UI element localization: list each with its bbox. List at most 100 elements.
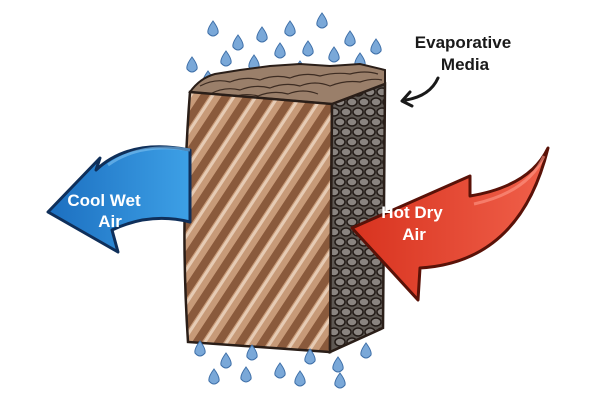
honeycomb-cell	[364, 267, 376, 277]
honeycomb-cell	[340, 147, 352, 157]
media-stripe	[184, 92, 232, 352]
honeycomb-cell	[370, 257, 382, 267]
honeycomb-cell	[370, 137, 382, 147]
media-label-line2: Media	[441, 55, 490, 74]
media-stripe-highlight	[184, 92, 238, 352]
hot-dry-air-arrow	[350, 146, 550, 302]
water-drop-icon	[207, 20, 219, 37]
honeycomb-cell	[346, 317, 358, 327]
media-stripe	[184, 92, 320, 352]
honeycomb-cell	[330, 327, 340, 337]
media-stripe-highlight	[184, 92, 260, 352]
honeycomb-cell	[352, 127, 364, 137]
honeycomb-cell	[358, 97, 370, 107]
water-drop-icon	[194, 340, 206, 357]
honeycomb-cell	[370, 97, 382, 107]
honeycomb-cell	[370, 277, 382, 287]
honeycomb-cell	[346, 97, 358, 107]
honeycomb-cell	[346, 157, 358, 167]
honeycomb-cell	[364, 147, 376, 157]
honeycomb-cell	[346, 217, 358, 227]
honeycomb-cell	[352, 187, 364, 197]
honeycomb-cell	[364, 167, 376, 177]
media-stripe	[184, 92, 332, 352]
media-top-texture	[199, 71, 383, 100]
media-label-line1: Evaporative	[415, 33, 511, 52]
media-stripe-highlight	[288, 92, 332, 352]
honeycomb-cell	[376, 187, 385, 197]
honeycomb-cell	[352, 267, 364, 277]
honeycomb-cell	[340, 287, 352, 297]
water-drop-icon	[302, 40, 314, 57]
media-stripe	[278, 92, 332, 352]
media-stripe-highlight	[266, 92, 332, 352]
honeycomb-cell	[346, 197, 358, 207]
honeycomb-cell	[352, 247, 364, 257]
honeycomb-cell	[352, 307, 364, 317]
water-drop-icon	[220, 50, 232, 67]
honeycomb-cell	[352, 207, 364, 217]
media-stripe-highlight	[184, 92, 326, 352]
honeycomb-cell	[376, 287, 385, 297]
honeycomb-cell	[334, 257, 346, 267]
water-drop-icon	[284, 20, 296, 37]
honeycomb-cell	[370, 197, 382, 207]
honeycomb-cell	[334, 197, 346, 207]
honeycomb-cell	[382, 137, 385, 147]
honeycomb-cell	[370, 177, 382, 187]
honeycomb-cell	[340, 247, 352, 257]
honeycomb-cell	[382, 97, 385, 107]
honeycomb-cell	[346, 257, 358, 267]
media-stripe-highlight	[184, 92, 332, 352]
honeycomb-cell	[370, 157, 382, 167]
honeycomb-cell	[376, 267, 385, 277]
honeycomb-cell	[358, 197, 370, 207]
honeycomb-cell	[382, 337, 385, 347]
honeycomb-cell	[334, 237, 346, 247]
media-stripe	[190, 92, 332, 352]
media-stripe	[212, 92, 332, 352]
water-drop-icon	[344, 30, 356, 47]
honeycomb-cell	[340, 307, 352, 317]
honeycomb-cell	[334, 317, 346, 327]
honeycomb-cell	[346, 237, 358, 247]
cool-air-label-line2: Air	[98, 212, 122, 231]
media-stripe	[234, 92, 332, 352]
honeycomb-cell	[334, 337, 346, 347]
honeycomb-cell	[346, 137, 358, 147]
water-drop-icon	[208, 368, 220, 385]
hot-air-label-line1: Hot Dry	[381, 203, 443, 222]
honeycomb-cell	[352, 107, 364, 117]
media-stripe-highlight	[222, 92, 332, 352]
water-drop-icon	[328, 46, 340, 63]
honeycomb-cell	[340, 207, 352, 217]
honeycomb-cell	[364, 287, 376, 297]
water-drop-icon	[256, 26, 268, 43]
honeycomb-cell	[358, 257, 370, 267]
honeycomb-cell	[340, 267, 352, 277]
honeycomb-cell	[346, 277, 358, 287]
media-stripe-highlight	[184, 92, 332, 352]
honeycomb-cell	[364, 307, 376, 317]
honeycomb-cell	[340, 127, 352, 137]
honeycomb-cell	[352, 167, 364, 177]
honeycomb-cell	[334, 277, 346, 287]
honeycomb-cell	[370, 337, 382, 347]
honeycomb-cell	[352, 327, 364, 337]
honeycomb-cell	[340, 107, 352, 117]
water-drop-icon	[232, 34, 244, 51]
water-drop-icon	[334, 372, 346, 389]
cool-wet-air-arrow	[46, 145, 192, 254]
water-drop-icon	[220, 352, 232, 369]
honeycomb-cell	[382, 117, 385, 127]
honeycomb-cell	[352, 287, 364, 297]
water-drop-icon	[360, 342, 372, 359]
honeycomb-cell	[364, 187, 376, 197]
honeycomb-cell	[358, 177, 370, 187]
media-stripe-highlight	[184, 92, 332, 352]
honeycomb-cell	[334, 177, 346, 187]
honeycomb-cell	[346, 177, 358, 187]
honeycomb-cell	[334, 117, 346, 127]
honeycomb-cell	[364, 127, 376, 137]
media-stripe-highlight	[184, 92, 304, 352]
